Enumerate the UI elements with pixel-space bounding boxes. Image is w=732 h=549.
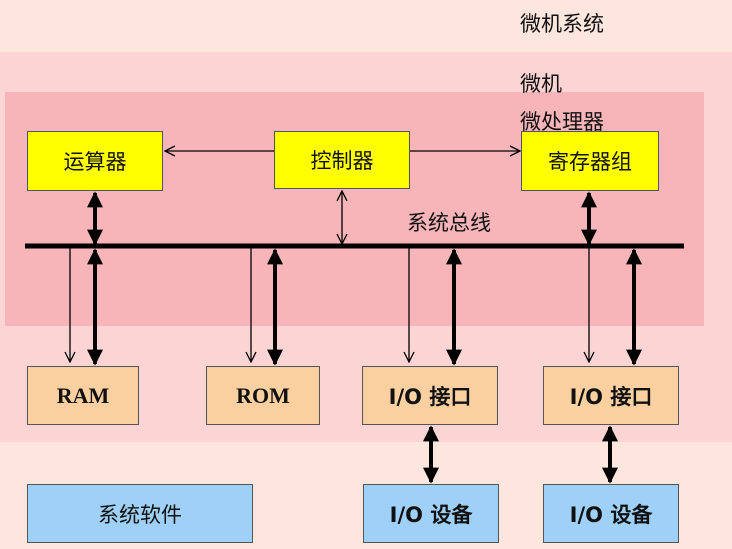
io-interface-2-label: I/O 接口 <box>569 384 653 409</box>
io-device-1-box: I/O 设备 <box>363 484 499 543</box>
controller-label: 控制器 <box>310 149 374 173</box>
controller-box: 控制器 <box>274 131 410 189</box>
ram-box: RAM <box>27 366 139 425</box>
io-device-2-box: I/O 设备 <box>543 484 679 543</box>
rom-label: ROM <box>236 382 290 408</box>
system-software-box: 系统软件 <box>27 484 253 543</box>
system-software-label: 系统软件 <box>98 502 182 527</box>
rom-box: ROM <box>206 366 320 425</box>
alu-box: 运算器 <box>27 131 163 191</box>
registers-box: 寄存器组 <box>521 131 659 191</box>
registers-label: 寄存器组 <box>548 150 632 174</box>
io-interface-1-label: I/O 接口 <box>388 384 472 409</box>
io-device-1-label: I/O 设备 <box>389 502 473 527</box>
ram-label: RAM <box>56 382 110 408</box>
system-bus-label: 系统总线 <box>407 211 491 235</box>
microprocessor-label: 微处理器 <box>520 110 604 134</box>
alu-label: 运算器 <box>63 150 127 174</box>
io-interface-2-box: I/O 接口 <box>543 366 679 425</box>
microcomputer-label: 微机 <box>520 72 562 96</box>
io-device-2-label: I/O 设备 <box>569 502 653 527</box>
microcomputer-system-label: 微机系统 <box>520 12 604 36</box>
io-interface-1-box: I/O 接口 <box>362 366 498 425</box>
